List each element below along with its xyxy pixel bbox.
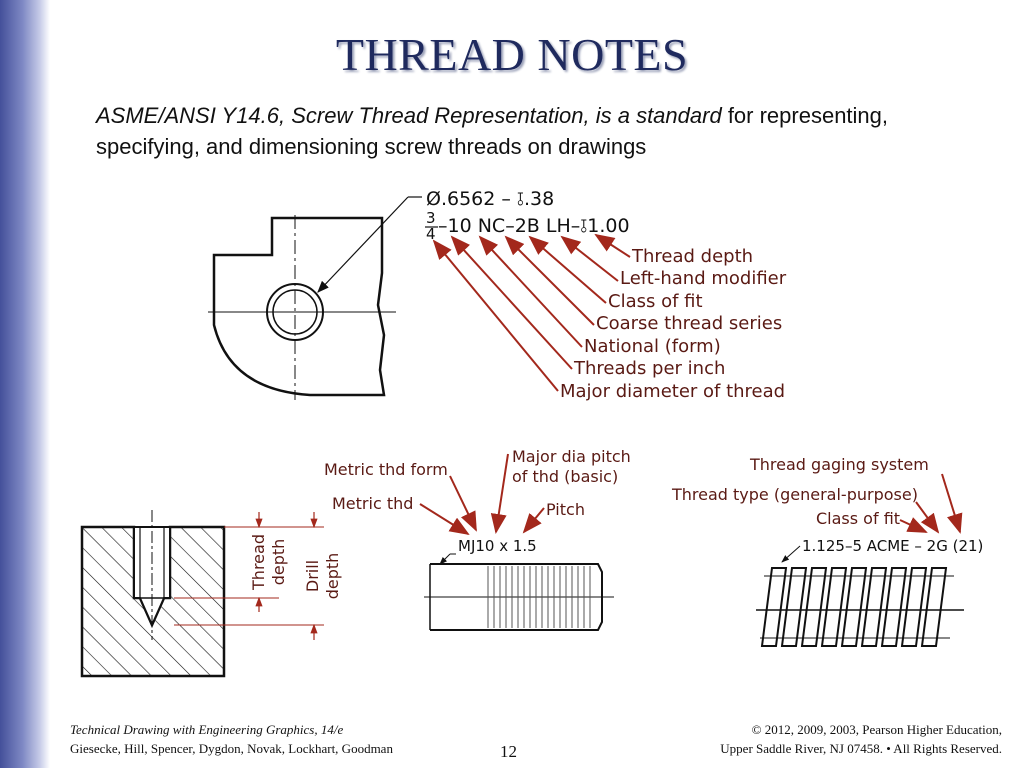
callout-major-diameter: Major diameter of thread [560,381,785,402]
slide-title: THREAD NOTES [335,29,689,80]
label-class-of-fit: Class of fit [816,509,900,528]
label-metric-thd: Metric thd [332,494,413,513]
thread-depth-label-2: depth [269,539,288,586]
footer-authors: Giesecke, Hill, Spencer, Dygdon, Novak, … [70,741,393,756]
arrow-class-of-fit [528,235,607,304]
callout-left-hand-modifier: Left-hand modifier [620,268,787,289]
fraction-denominator: 4 [426,225,436,243]
intro-rest: for representing, specifying, and dimens… [96,103,889,159]
label-thread-gaging-system: Thread gaging system [749,455,929,474]
metric-note: MJ10 x 1.5 [458,537,537,555]
label-metric-thd-form: Metric thd form [324,460,448,479]
callout-thread-depth: Thread depth [631,246,753,267]
thread-depth-label-1: Thread [249,534,268,591]
metric-thread-figure: Metric thd form Major dia pitch of thd (… [324,447,631,631]
arrow-coarse-series [504,235,595,326]
slide-sidebar-gradient [0,0,50,768]
label-major-dia-1: Major dia pitch [512,447,631,466]
acme-thread-figure: Thread gaging system Thread type (genera… [671,455,983,647]
callout-national-form: National (form) [584,336,721,357]
arrow-major-diameter [432,239,559,392]
hole-inner [272,289,318,335]
part-outline [212,216,386,397]
callout-threads-per-inch: Threads per inch [573,358,725,379]
note-line-2: –10 NC–2B LH–⫱1.00 [438,215,630,237]
arrow-threads-per-inch [450,235,573,370]
label-thread-type: Thread type (general-purpose) [671,485,918,504]
tapped-hole-section: Thread depth Drill depth [80,510,342,678]
hole-outer [266,283,324,341]
label-pitch: Pitch [546,500,585,519]
drill-depth-label-1: Drill [303,560,322,592]
label-major-dia-2: of thd (basic) [512,467,618,486]
intro-paragraph: ASME/ANSI Y14.6, Screw Thread Representa… [96,100,936,162]
callout-class-of-fit: Class of fit [608,291,703,312]
footer-copyright-1: © 2012, 2009, 2003, Pearson Higher Educa… [751,722,1002,737]
footer-book-title: Technical Drawing with Engineering Graph… [70,722,344,737]
footer-copyright-2: Upper Saddle River, NJ 07458. • All Righ… [720,741,1002,756]
drill-depth-label-2: depth [323,553,342,600]
acme-note: 1.125–5 ACME – 2G (21) [802,537,983,555]
note-line-1: Ø.6562 – ⫱.38 [426,188,554,210]
arrow-national [478,235,583,348]
thread-note-figure: Ø.6562 – ⫱.38 3 4 –10 NC–2B LH–⫱1.00 Thr… [208,188,787,402]
arrow-thread-depth [594,233,631,258]
intro-standard-name: ASME/ANSI Y14.6, Screw Thread Representa… [96,103,722,128]
arrow-left-hand [560,235,619,282]
footer-left: Technical Drawing with Engineering Graph… [70,720,393,758]
acme-thread-crests [760,567,948,647]
page-number: 12 [500,742,517,761]
footer-right: © 2012, 2009, 2003, Pearson Higher Educa… [720,720,1002,758]
fraction-numerator: 3 [426,209,436,227]
callout-coarse-series: Coarse thread series [596,313,782,334]
metric-thread-lines [487,566,591,628]
